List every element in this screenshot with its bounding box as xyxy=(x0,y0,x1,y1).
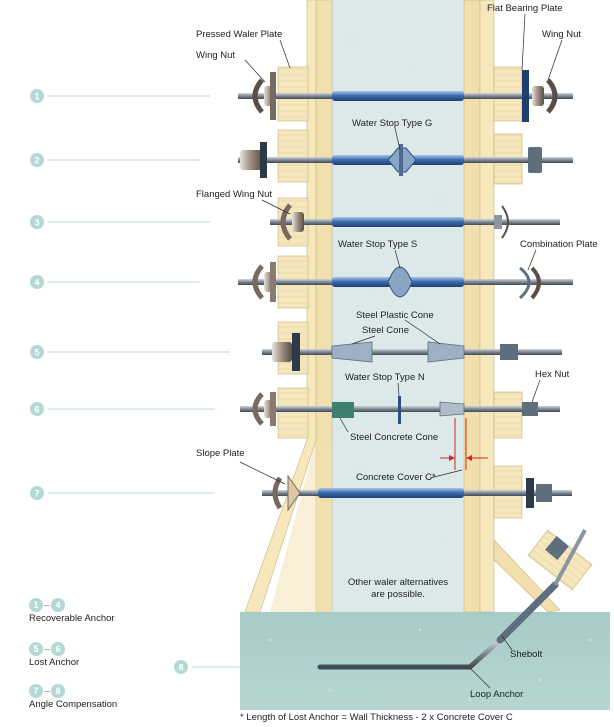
footnote: * Length of Lost Anchor = Wall Thickness… xyxy=(240,712,513,723)
label-wing-nut-left: Wing Nut xyxy=(196,50,235,61)
anchor-row-1 xyxy=(238,70,573,122)
steel-concrete-cone xyxy=(332,402,354,418)
label-steel-concrete-cone: Steel Concrete Cone xyxy=(350,432,438,443)
label-flanged-wing-nut: Flanged Wing Nut xyxy=(196,189,272,200)
anchor-row-6 xyxy=(240,392,560,426)
row-number-7: 7 xyxy=(34,489,39,499)
label-shebolt: Shebolt xyxy=(510,649,543,660)
flat-bearing-plate xyxy=(522,70,529,122)
anchor-row-4 xyxy=(238,262,573,302)
concrete-cover-dimension xyxy=(440,418,488,470)
callout-lines xyxy=(239,13,563,689)
foundation-block xyxy=(240,612,610,710)
leader-lines xyxy=(48,95,320,668)
right-formwork-facing xyxy=(463,0,481,613)
legend-badge-from: 5 xyxy=(29,642,43,656)
label-other-waler-line2: are possible. xyxy=(371,589,425,600)
row-number-1: 1 xyxy=(34,92,39,102)
right-walers xyxy=(493,66,523,519)
anchor-row-2 xyxy=(238,142,573,178)
label-pressed-waler-plate: Pressed Waler Plate xyxy=(196,29,282,40)
water-stop-s xyxy=(387,266,413,298)
label-loop-anchor: Loop Anchor xyxy=(470,689,523,700)
legend-badge-from: 1 xyxy=(29,598,43,612)
label-water-stop-s: Water Stop Type S xyxy=(338,239,417,250)
label-steel-plastic-cone: Steel Plastic Cone xyxy=(356,310,434,321)
row-number-6: 6 xyxy=(34,405,39,415)
label-combination-plate: Combination Plate xyxy=(520,239,598,250)
label-slope-plate: Slope Plate xyxy=(196,448,245,459)
legend-text: Recoverable Anchor xyxy=(29,613,115,624)
legend-badge-to: 8 xyxy=(51,684,65,698)
slope-plate xyxy=(287,474,301,512)
label-hex-nut: Hex Nut xyxy=(535,369,570,380)
legend-text: Angle Compensation xyxy=(29,699,118,710)
legend-badge-to: 6 xyxy=(51,642,65,656)
row-number-4: 4 xyxy=(34,278,39,288)
anchor-row-3 xyxy=(270,203,560,241)
label-flat-bearing-plate: Flat Bearing Plate xyxy=(487,3,563,14)
row-badges xyxy=(30,89,188,674)
label-water-stop-g: Water Stop Type G xyxy=(352,118,432,129)
row-number-3: 3 xyxy=(34,218,39,228)
row-number-8: 8 xyxy=(178,663,183,673)
legend-badge-from: 7 xyxy=(29,684,43,698)
anchor-row-5 xyxy=(262,333,562,371)
concrete-wall xyxy=(332,0,464,612)
label-concrete-cover: Concrete Cover C* xyxy=(356,472,436,483)
angled-waler-right xyxy=(527,529,593,591)
label-wing-nut-right: Wing Nut xyxy=(542,29,581,40)
legend-text: Lost Anchor xyxy=(29,657,80,668)
row-number-2: 2 xyxy=(34,156,39,166)
label-water-stop-n: Water Stop Type N xyxy=(345,372,425,383)
label-other-waler-line1: Other waler alternatives xyxy=(348,577,449,588)
right-formwork-panel xyxy=(479,0,495,613)
shebolt-loop-anchor xyxy=(317,529,587,670)
left-walers xyxy=(277,66,309,439)
legend-badge-to: 4 xyxy=(51,598,65,612)
row-number-5: 5 xyxy=(34,348,39,358)
label-steel-cone: Steel Cone xyxy=(362,325,409,336)
foundation-speckle xyxy=(268,628,592,702)
